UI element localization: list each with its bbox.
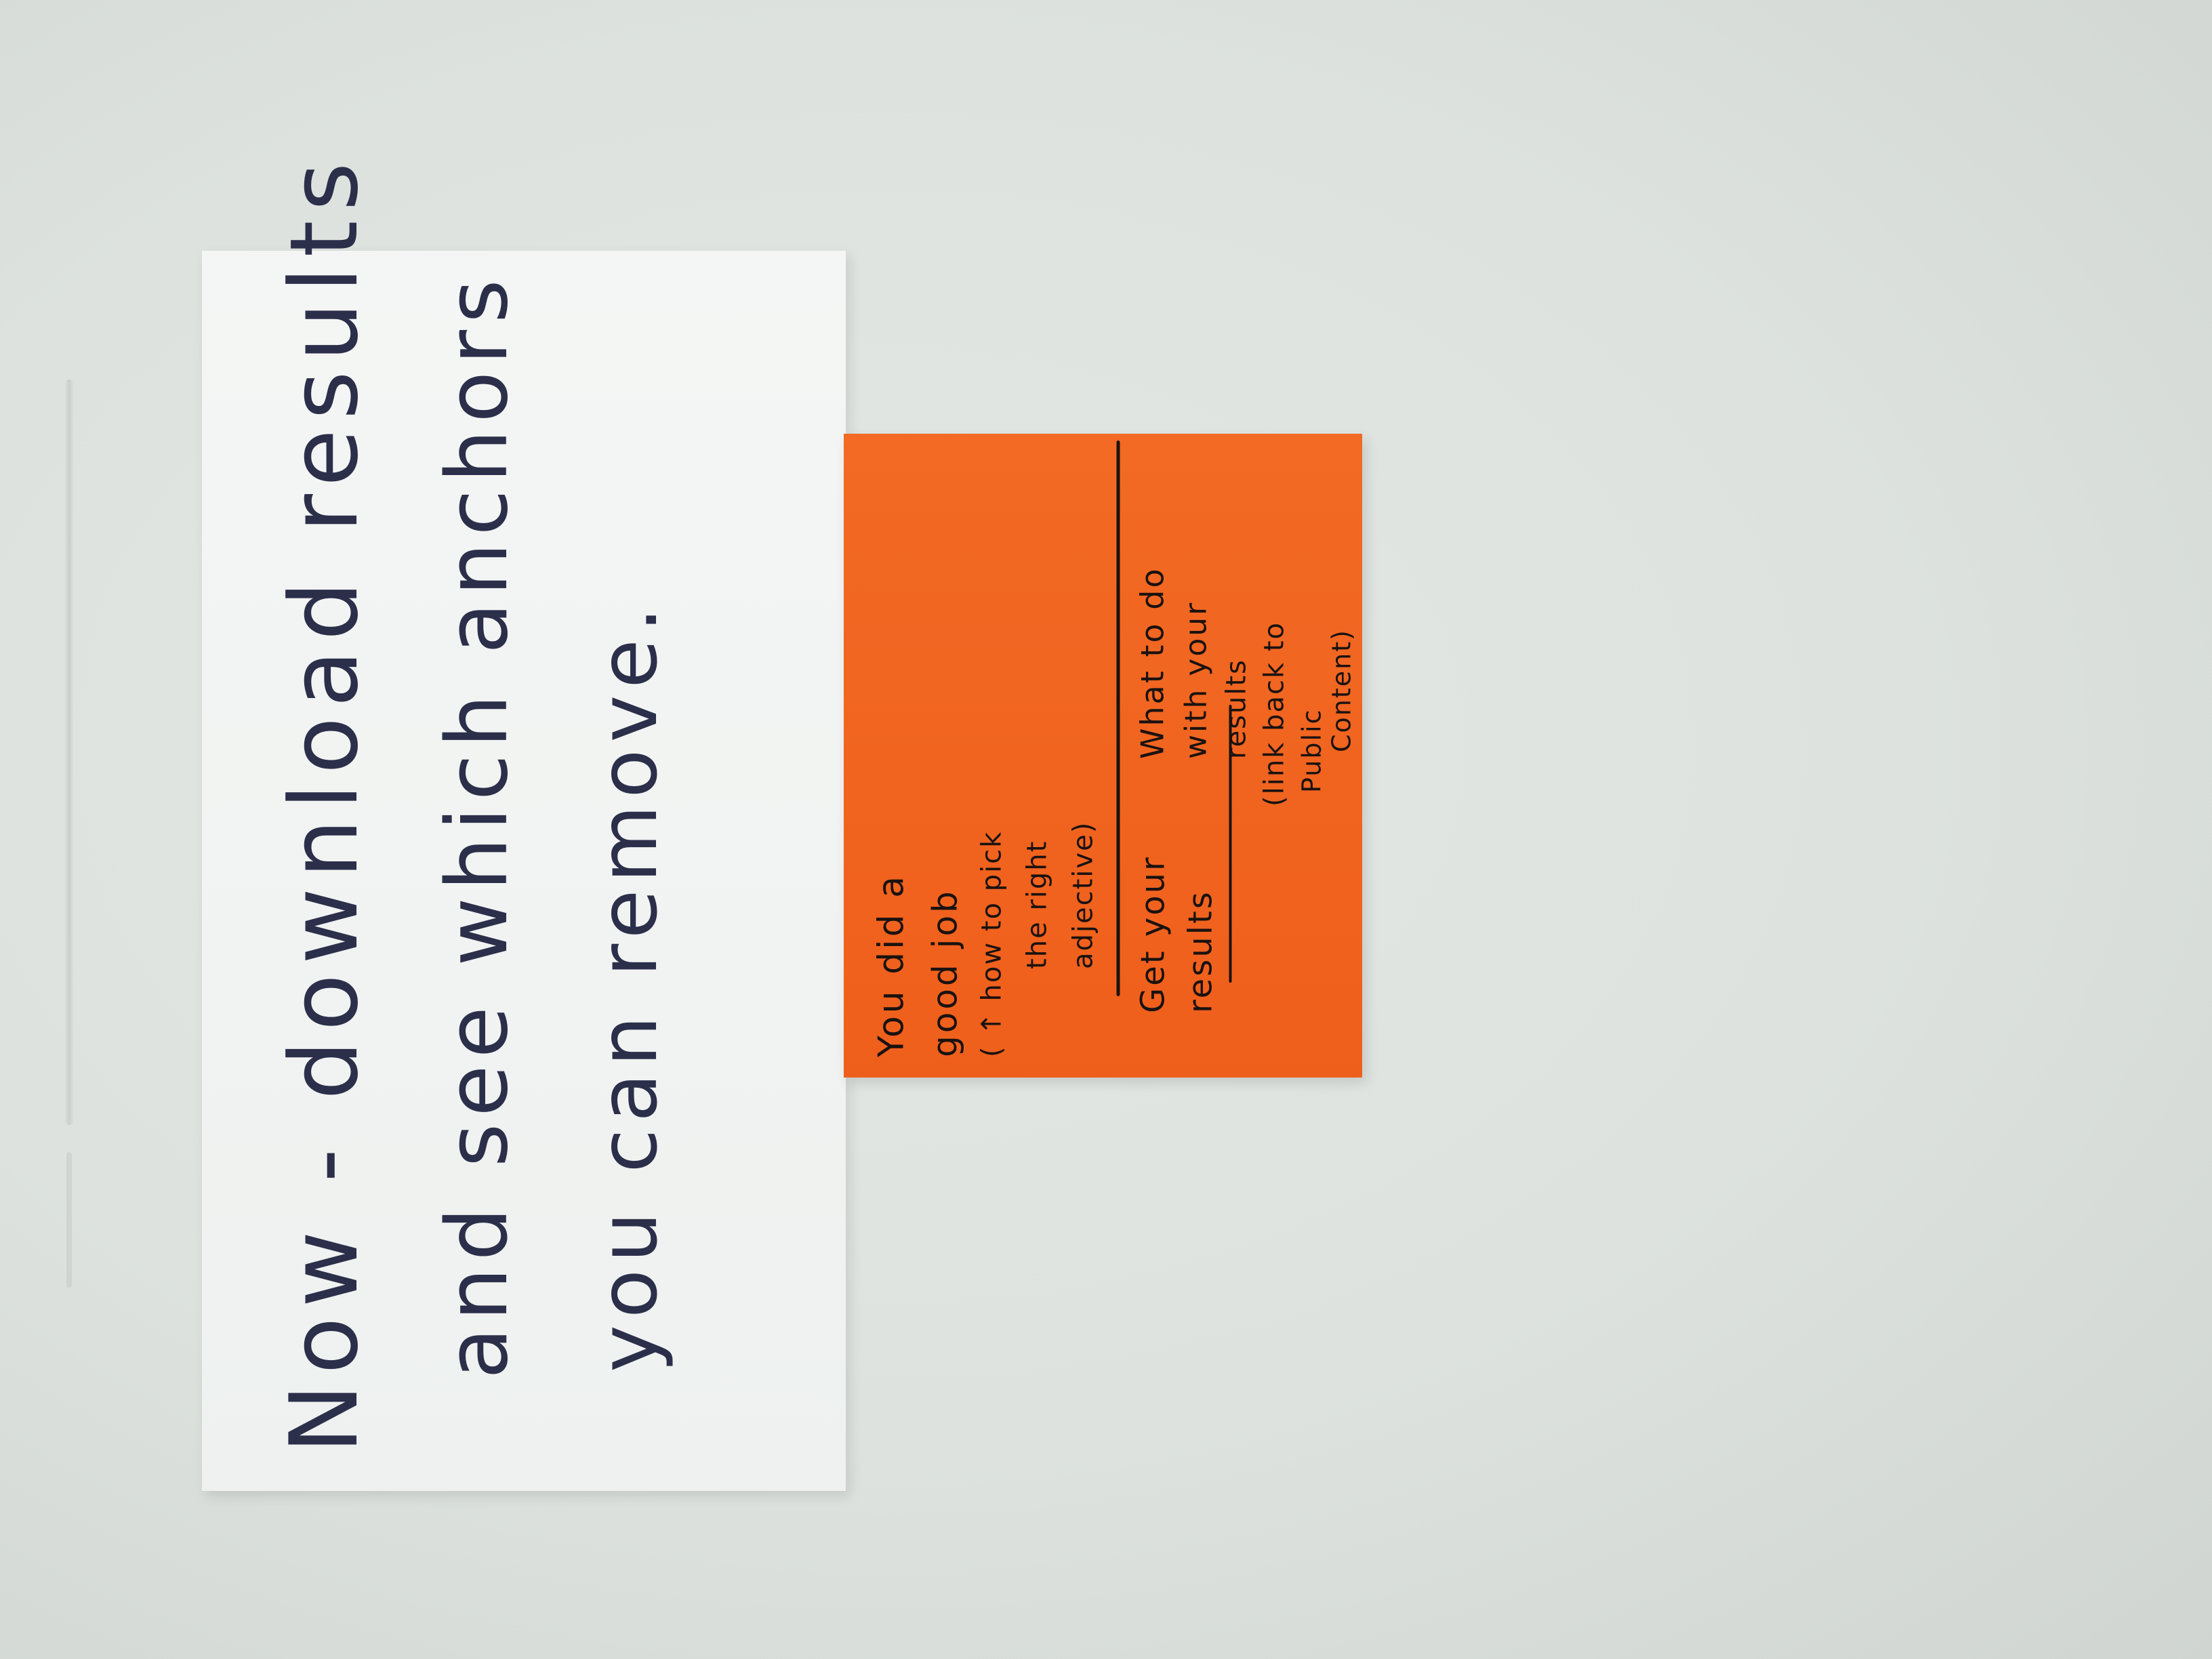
note-line-get-your: Get your [1134, 855, 1172, 1013]
note-line-content: Content) [1326, 629, 1356, 752]
note-line-good-job: good job [925, 888, 964, 1057]
note-line-link-back-to: (link back to [1258, 621, 1290, 806]
white-card-line-1: Now - download results [270, 152, 379, 1454]
white-card-text-block: Now - download results and see which anc… [202, 152, 846, 1491]
note-line-adjective: adjective) [1067, 821, 1099, 969]
wall-scuff-lower [66, 1152, 72, 1288]
note-line-you-did-a: You did a [871, 873, 912, 1057]
note-line-results-2: results [1221, 658, 1252, 759]
orange-note-text-block: You did a good job ( ↑ how to pick the r… [844, 434, 1362, 1078]
wall-scuff [64, 380, 74, 1125]
orange-sticky-note: You did a good job ( ↑ how to pick the r… [844, 434, 1362, 1078]
note-line-the-right: the right [1021, 840, 1052, 969]
white-card-line-3: you can remove. [581, 600, 675, 1372]
note-line-results: results [1181, 890, 1219, 1013]
note-line-with-your: with your [1179, 600, 1213, 759]
divider-long [1116, 441, 1120, 996]
white-index-card: Now - download results and see which anc… [202, 152, 846, 1491]
white-card-line-2: and see which anchors [429, 272, 527, 1379]
note-line-public: Public [1296, 708, 1326, 793]
note-line-what-to-do: What to do [1134, 567, 1170, 759]
note-line-how-to-pick: ( ↑ how to pick [976, 830, 1007, 1057]
